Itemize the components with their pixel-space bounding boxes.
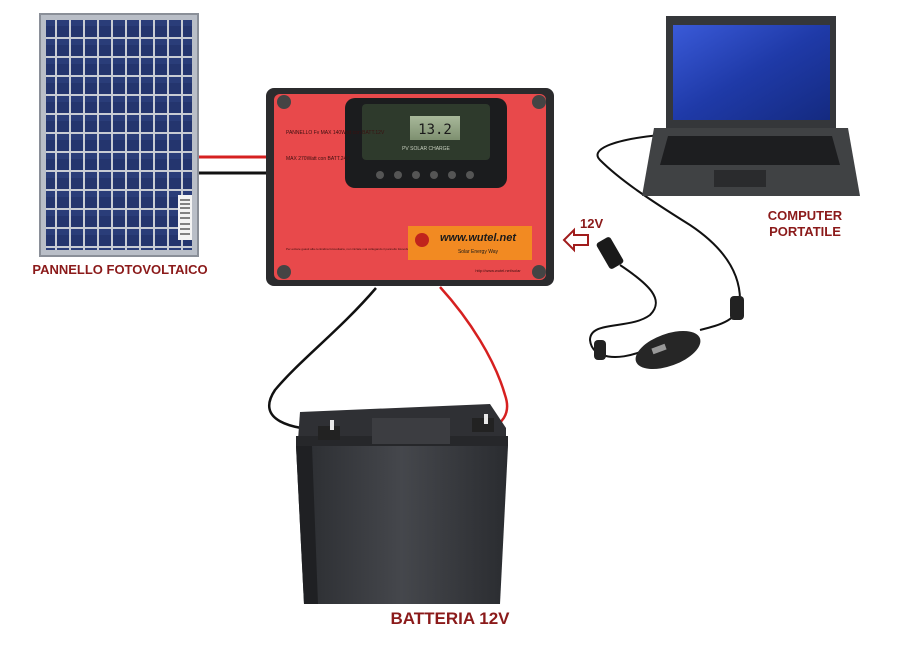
- solar-panel: [39, 13, 199, 257]
- lcd-subtitle: PV SOLAR CHARGE: [402, 146, 450, 152]
- battery-caption: BATTERIA 12V: [390, 609, 510, 628]
- brand-badge: [408, 226, 532, 260]
- solar-panel-caption: PANNELLO FOTOVOLTAICO: [32, 262, 208, 277]
- laptop: [642, 16, 860, 196]
- adapter-ferrite-2: [594, 340, 606, 360]
- laptop-touchpad: [714, 170, 766, 187]
- lcd-reading: 13.2: [418, 122, 452, 138]
- laptop-screen: [673, 25, 830, 120]
- panel-wires: [196, 155, 272, 175]
- controller-buttons: [376, 171, 474, 179]
- car-adapter: [596, 237, 701, 370]
- adapter-plug: [596, 237, 624, 269]
- adapter-brick: [635, 330, 701, 370]
- car-adapter-cable: [588, 134, 744, 360]
- controller-warning: Per evitare guasti alla centralina fotov…: [286, 247, 453, 251]
- laptop-caption-line2: PORTATILE: [769, 224, 841, 239]
- left-arrow-icon: [562, 227, 589, 253]
- brand-logo-icon: [415, 233, 429, 247]
- battery: [296, 404, 508, 604]
- laptop-keyboard: [660, 136, 840, 165]
- adapter-ferrite: [730, 296, 744, 320]
- laptop-caption-line1: COMPUTER: [767, 208, 843, 223]
- battery-terminal-negative: [318, 426, 340, 440]
- controller-spec-1: PANNELLO Fv MAX 140Watt con BATT.12V: [286, 130, 385, 136]
- battery-black-wire: [268, 287, 377, 432]
- controller-spec-2: MAX 270Watt con BATT.24V: [286, 156, 350, 162]
- controller-footer-url: http://www.wutel.net/solar: [475, 268, 521, 273]
- brand-url: www.wutel.net: [440, 232, 517, 244]
- brand-tagline: Solar Energy Way: [458, 249, 499, 255]
- battery-terminal-positive: [472, 418, 494, 432]
- voltage-label: 12V: [580, 216, 604, 231]
- charge-controller: 13.2 PV SOLAR CHARGE PANNELLO Fv MAX 140…: [266, 88, 554, 286]
- laptop-caption: COMPUTER PORTATILE: [750, 208, 860, 240]
